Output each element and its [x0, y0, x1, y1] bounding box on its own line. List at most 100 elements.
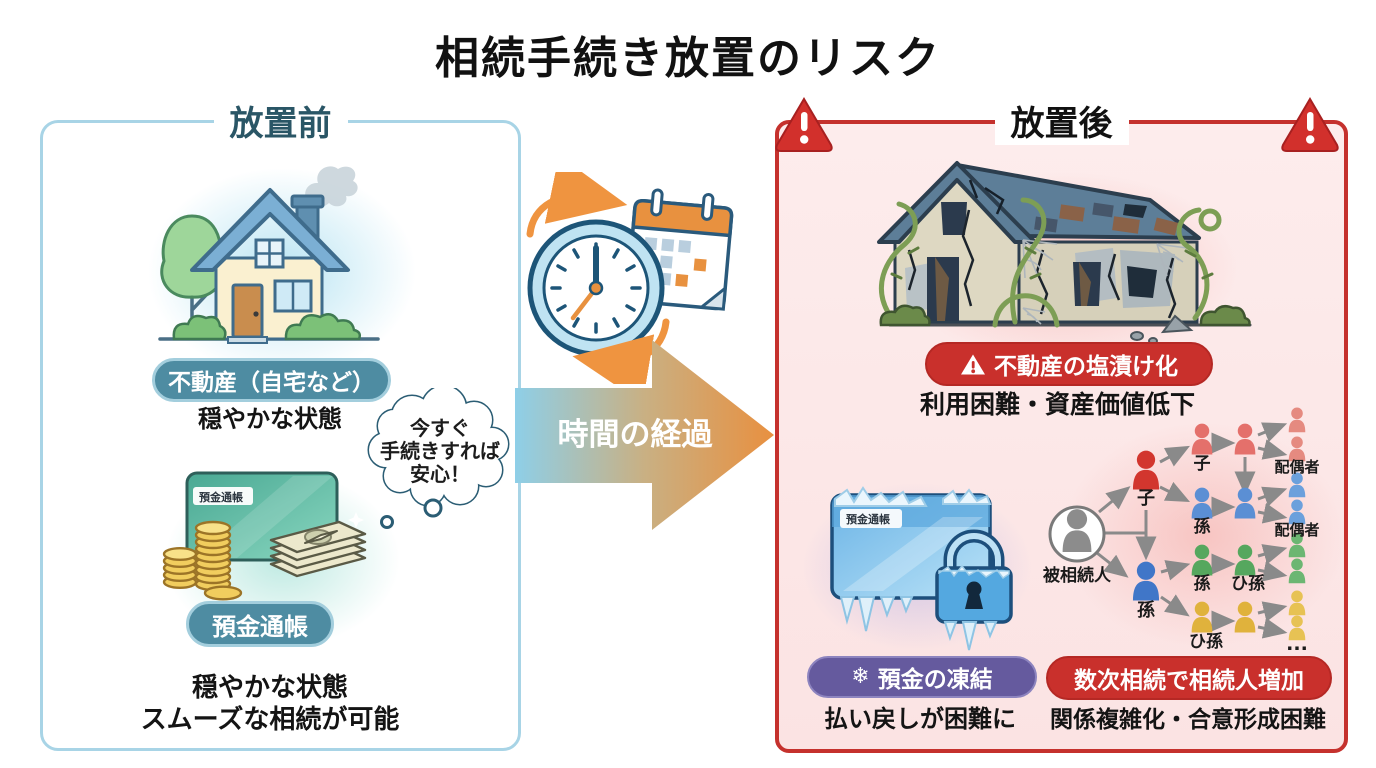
ruin-gable-window — [941, 202, 967, 235]
tree-arrow — [1096, 551, 1129, 578]
icicles — [839, 596, 914, 632]
ruin-badge: 不動産の塩漬け化 — [925, 342, 1213, 386]
tree-label: 孫 — [1194, 516, 1211, 537]
bush — [879, 304, 931, 327]
bush — [1199, 304, 1251, 327]
ruin-badge-label: 不動産の塩漬け化 — [994, 354, 1178, 380]
frozen-strip-text: 預金通帳 — [846, 512, 890, 526]
tree-arrow — [1257, 502, 1288, 524]
tree-arrow — [1257, 544, 1288, 565]
calm-house-illustration — [158, 166, 380, 344]
tree-arrow — [1160, 594, 1190, 617]
tree-label: 配偶者 — [1274, 458, 1319, 476]
bubble-text-3: 安心！ — [410, 462, 470, 486]
person-icon — [1288, 532, 1306, 558]
passbook-strip — [193, 487, 253, 505]
sparkle-icon — [348, 512, 364, 528]
before-caption-line1: 穏やかな状態 — [191, 673, 348, 703]
tree-arrow — [1257, 560, 1288, 582]
frozen-badge-label: 預金の凍結 — [877, 667, 993, 693]
person-icon — [1288, 558, 1306, 584]
page-title: 相続手続き放置のリスク — [435, 33, 941, 84]
ice-cap — [834, 486, 928, 507]
person-icon — [1191, 544, 1213, 576]
frozen-passbook-illustration: 預金通帳 — [830, 486, 1013, 651]
coin — [203, 585, 243, 601]
person-icon — [1234, 544, 1256, 576]
thought-bubble: 今すぐ 手続きすれば 安心！ — [367, 388, 510, 529]
clock-calendar-illustration — [526, 172, 734, 384]
person-icon — [1234, 487, 1256, 519]
family-tree-diagram: 被相続人子子配偶者孫配偶者孫孫ひ孫ひ孫... — [1043, 407, 1320, 655]
tree-label: 子 — [1194, 454, 1211, 474]
tree-arrow — [1160, 560, 1191, 581]
person-icon — [1288, 590, 1306, 616]
bubble-text-1: 今すぐ — [410, 416, 470, 440]
estate-caption: 穏やかな状態 — [198, 405, 342, 433]
bush — [284, 313, 362, 341]
snowflake-icon: ❄ — [851, 664, 870, 689]
person-icon — [1234, 601, 1256, 633]
person-icon — [1288, 499, 1306, 525]
tree-label: ... — [1286, 633, 1308, 655]
tree-label: 配偶者 — [1274, 521, 1319, 539]
person-icon — [1191, 487, 1213, 519]
warning-triangle-icon — [775, 97, 833, 152]
coin-stack — [162, 546, 198, 589]
coin-stack — [194, 520, 232, 592]
time-arrow: 時間の経過 — [515, 340, 774, 530]
person-icon — [1288, 472, 1306, 498]
warning-icon — [961, 354, 985, 374]
vines — [879, 197, 1222, 328]
tree-badge: 数次相続で相続人増加 — [1046, 656, 1332, 700]
person-icon — [1191, 423, 1213, 455]
sparkle-icon — [153, 504, 173, 524]
ruin-caption: 利用困難・資産価値低下 — [919, 390, 1195, 419]
tree-caption: 関係複雑化・合意形成困難 — [1050, 707, 1326, 733]
after-header: 放置後 — [775, 96, 1348, 145]
padlock-icon — [935, 529, 1013, 651]
tree-arrow — [1098, 486, 1131, 514]
person-icon — [1191, 601, 1213, 633]
tree-arrow — [1257, 422, 1288, 442]
tree-arrow — [1257, 439, 1288, 460]
frozen-badge: ❄ 預金の凍結 — [807, 656, 1037, 698]
estate-badge-label: 不動産（自宅など） — [168, 370, 375, 396]
tree-label: 孫 — [1137, 599, 1155, 621]
frozen-caption: 払い戻しが困難に — [824, 705, 1016, 733]
banknote-stack — [269, 520, 367, 578]
person-icon — [1288, 436, 1306, 462]
time-arrow-label: 時間の経過 — [558, 417, 714, 453]
tree-label: ひ孫 — [1189, 631, 1223, 652]
bubble-dot — [380, 515, 394, 529]
tree-arrow — [1257, 617, 1288, 639]
before-caption-line2: スムーズな相続が可能 — [140, 705, 400, 735]
before-header: 放置前 — [40, 96, 521, 145]
bush — [172, 314, 227, 341]
bubble-dot — [423, 498, 443, 518]
person-icon — [1062, 509, 1092, 552]
ruined-house-illustration — [877, 161, 1252, 345]
roof-damage — [968, 179, 1179, 236]
tree-arrow — [1159, 481, 1191, 503]
deposit-badge-label: 預金通帳 — [212, 612, 308, 641]
deposit-badge: 預金通帳 — [186, 601, 334, 647]
passbook-strip-text: 預金通帳 — [199, 490, 243, 504]
frozen-strip — [840, 509, 902, 528]
person-icon — [1288, 615, 1306, 641]
bubble-text-2: 手続きすれば — [380, 439, 500, 463]
person-icon — [1132, 450, 1160, 490]
tree-arrow — [1159, 445, 1190, 467]
tree-arrow — [1257, 601, 1288, 622]
tree-arrow — [1257, 486, 1288, 507]
person-icon — [1288, 407, 1306, 433]
cycle-arrow-icon — [526, 172, 628, 238]
spider-web — [1022, 239, 1188, 325]
front-door — [231, 283, 264, 339]
tree-label: 子 — [1137, 488, 1155, 509]
cycle-arrow-icon — [572, 318, 670, 384]
estate-badge: 不動産（自宅など） — [152, 358, 391, 402]
person-icon — [1132, 561, 1160, 601]
passbook-money-illustration: 預金通帳 — [153, 471, 367, 601]
